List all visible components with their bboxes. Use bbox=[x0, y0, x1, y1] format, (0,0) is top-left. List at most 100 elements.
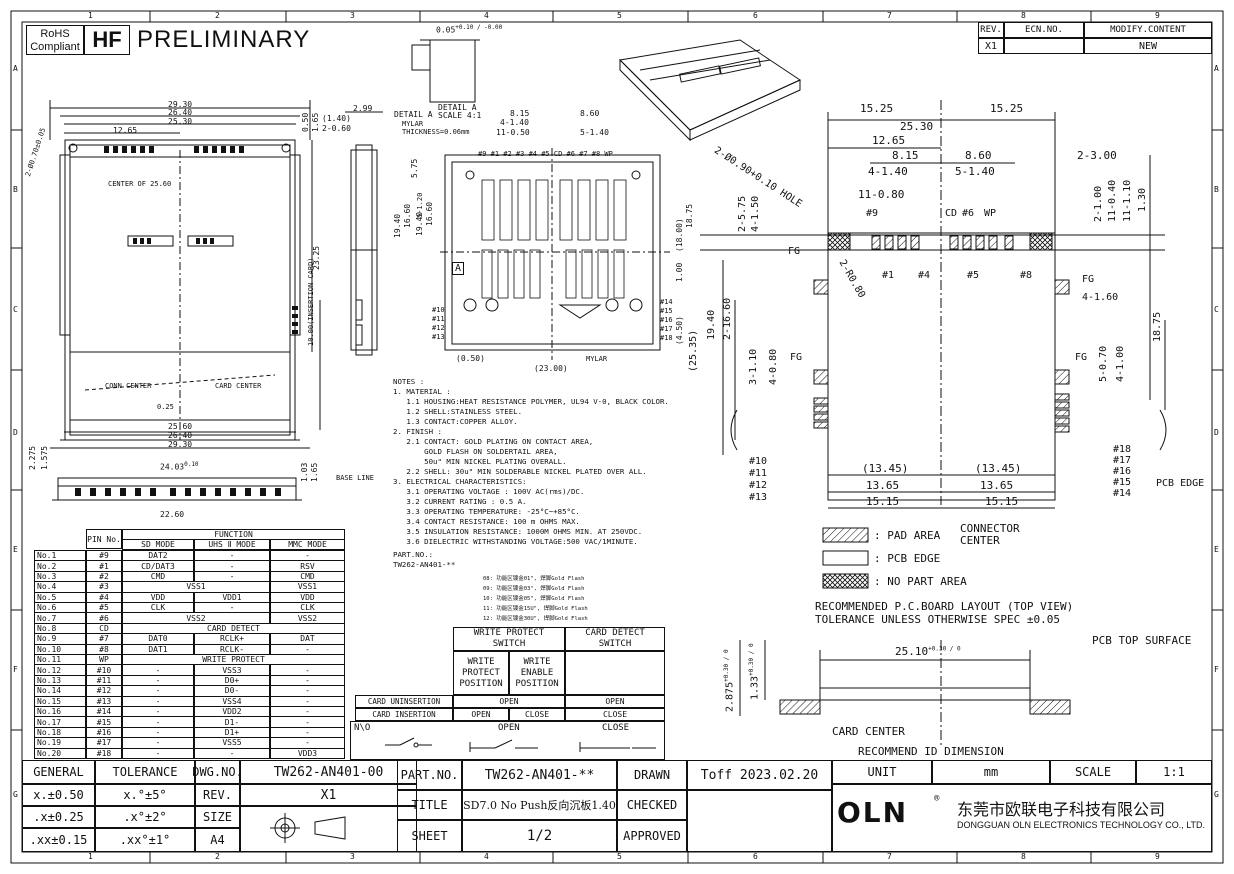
cd-switch-header: CARD DETECT SWITCH bbox=[565, 627, 665, 651]
id-dim-2510: 25.10+0.30 / 0 bbox=[895, 645, 961, 658]
hf-badge: HF bbox=[84, 25, 130, 55]
tb-scale-label: SCALE bbox=[1050, 760, 1136, 784]
zone-col-3: 3 bbox=[350, 11, 355, 20]
zone-col-9-b: 9 bbox=[1155, 852, 1160, 861]
dim-005-tol: +0.10 / -0.00 bbox=[455, 24, 503, 31]
pinside-dim-1105: 11-0.50 bbox=[496, 128, 530, 137]
pcb-right-pin-18: #18 bbox=[1113, 444, 1132, 455]
pcb-dim-2100: 2-1.00 bbox=[1093, 185, 1104, 222]
pcb-dim-1875: 18.75 bbox=[1152, 311, 1163, 342]
pinside-pin-14: #14 bbox=[660, 298, 673, 306]
pcb-right-pin-14: #14 bbox=[1113, 488, 1132, 499]
tb-title: SD7.0 No Push反向沉板1.40 bbox=[462, 790, 617, 820]
id-dim-133: 1.33+0.30 / 0 bbox=[748, 643, 760, 700]
rohs-badge: RoHS Compliant bbox=[26, 25, 84, 55]
pinside-dim-050: (0.50) bbox=[456, 354, 485, 363]
tb-tol-3a: .xx±0.15 bbox=[22, 828, 95, 852]
pcb-dim-4080: 4-0.80 bbox=[768, 348, 779, 385]
pcb-cd: CD bbox=[945, 208, 958, 219]
pinside-dim-414: 4-1.40 bbox=[500, 118, 529, 127]
id-dim-2510-value: 25.10 bbox=[895, 645, 929, 658]
hf-label: HF bbox=[92, 27, 122, 52]
pcb-dim-1365b: 13.65 bbox=[980, 479, 1014, 492]
pinside-dim-1875: 18.75 bbox=[685, 203, 694, 228]
rohs-line2: Compliant bbox=[30, 41, 80, 53]
side-dim-1940: 19.40 bbox=[393, 213, 402, 238]
rev-header: REV. bbox=[978, 22, 1004, 38]
id-dim-2875-tol: +0.30 / 0 bbox=[723, 649, 730, 682]
pinside-dim-514: 5-1.40 bbox=[580, 128, 609, 137]
notes-line-15: 3.5 INSULATION RESISTANCE: 1000M OHMS MI… bbox=[393, 527, 643, 536]
notes-partno-base: TW262-AN401-** bbox=[393, 560, 456, 569]
zone-row-b: B bbox=[13, 185, 18, 194]
side-dim-575: 5.75 bbox=[410, 158, 419, 178]
id-dim-133-tol: +0.30 / 0 bbox=[748, 643, 755, 676]
pcb-dim-2160: 2-16.60 bbox=[722, 297, 733, 340]
oln-logo: OLN bbox=[837, 796, 909, 829]
partno-option-09: 09: 功能区镀金03", 焊脚Gold Flash bbox=[483, 586, 585, 592]
legend-title-2: TOLERANCE UNLESS OTHERWISE SPEC ±0.05 bbox=[815, 613, 1061, 626]
bottom-dim-1575: 1.575 bbox=[40, 445, 49, 470]
pcb-pin1: #1 bbox=[882, 270, 895, 281]
tb-tol-1a: x.±0.50 bbox=[22, 784, 95, 806]
id-dim-133-value: 1.33 bbox=[749, 675, 761, 700]
tb-sheet: 1/2 bbox=[462, 820, 617, 852]
zone-col-4: 4 bbox=[484, 11, 489, 20]
pin-table: PIN No. FUNCTION SD MODE UHS Ⅱ MODE MMC … bbox=[34, 529, 345, 759]
notes-line-5: 2. FINISH : bbox=[393, 427, 442, 436]
tb-dwg-no: TW262-AN401-00 bbox=[240, 760, 417, 784]
pinside-dim-815: 8.15 bbox=[510, 109, 530, 118]
pcb-dim-1365a: 13.65 bbox=[866, 479, 900, 492]
company-en: DONGGUAN OLN ELECTRONICS TECHNOLOGY CO.,… bbox=[957, 820, 1206, 830]
id-card-center: CARD CENTER bbox=[832, 725, 905, 738]
front-card-center: CARD CENTER bbox=[215, 382, 262, 390]
notes-line-11: 3.1 OPERATING VOLTAGE : 100V AC(rms)/DC. bbox=[393, 487, 585, 496]
notes-line-6: 2.1 CONTACT: GOLD PLATING ON CONTACT ARE… bbox=[393, 437, 594, 446]
id-dim-2875-value: 2.875 bbox=[724, 681, 736, 712]
front-dim-2930: 29.30 bbox=[168, 100, 193, 109]
zone-row-g-r: G bbox=[1214, 790, 1219, 799]
zone-col-6: 6 bbox=[753, 11, 758, 20]
notes-line-9: 2.2 SHELL: 30u" MIN SOLDERABLE NICKEL PL… bbox=[393, 467, 647, 476]
pcb-dim-230: 2-3.00 bbox=[1077, 149, 1117, 162]
front-dim-2530: 25.30 bbox=[168, 117, 193, 126]
uninsertion-cd: OPEN bbox=[565, 695, 665, 708]
wp-switch-header: WRITE PROTECT SWITCH bbox=[453, 627, 565, 651]
pcb-dim-1110: 11-1.10 bbox=[1122, 179, 1133, 222]
oln-registered-mark: ® bbox=[934, 794, 940, 804]
pinside-dim-100: 1.00 bbox=[675, 262, 684, 282]
pcb-left-pin-13: #13 bbox=[749, 492, 768, 503]
front-conn-center: CONN CENTER bbox=[105, 382, 152, 390]
pcb-pin4: #4 bbox=[918, 270, 931, 281]
tb-projection-symbol bbox=[240, 806, 417, 852]
bottom-dim-2260: 22.60 bbox=[160, 510, 185, 519]
zone-row-f-r: F bbox=[1214, 665, 1219, 674]
pinside-top-labels: #9 #1 #2 #3 #4 #5 CD #6 #7 #8 WP bbox=[478, 150, 613, 158]
id-dim-2510-tol: +0.30 / 0 bbox=[928, 645, 961, 653]
zone-row-e: E bbox=[13, 545, 18, 554]
notes-line-12: 3.2 CURRENT RATING : 0.5 A. bbox=[393, 497, 527, 506]
insertion-wp: OPEN bbox=[453, 708, 509, 721]
pcb-wp: WP bbox=[984, 208, 997, 219]
pcb-edge-label: PCB EDGE bbox=[1156, 478, 1205, 489]
detail-a-scale: DETAIL A SCALE 4:1 bbox=[438, 103, 482, 120]
zone-row-f: F bbox=[13, 665, 18, 674]
partno-options: 08: 功能区镀金01", 焊脚Gold Flash 09: 功能区镀金03",… bbox=[483, 574, 588, 624]
pinside-pin-17: #17 bbox=[660, 325, 673, 333]
pinside-pin-15: #15 bbox=[660, 307, 673, 315]
pcb-dim-5070: 5-0.70 bbox=[1098, 345, 1109, 382]
front-dim-2640: 26.40 bbox=[168, 108, 193, 117]
zone-col-5: 5 bbox=[617, 11, 622, 20]
legend-pcb: : PCB EDGE bbox=[874, 552, 941, 565]
pcb-right-pin-16: #16 bbox=[1113, 466, 1132, 477]
notes-line-13: 3.3 OPERATING TEMPERATURE: -25°C~+85°C. bbox=[393, 507, 580, 516]
pinside-pin-12: #12 bbox=[432, 324, 445, 332]
tb-dwg-no-label: DWG.NO. bbox=[192, 760, 243, 784]
front-dim-2325: 23.25 bbox=[312, 245, 321, 270]
legend-pad: : PAD AREA bbox=[874, 529, 941, 542]
pcb-dim-4150: 4-1.50 bbox=[750, 195, 761, 232]
zone-col-1-b: 1 bbox=[88, 852, 93, 861]
tb-unit: mm bbox=[932, 760, 1050, 784]
notes-line-1: 1. MATERIAL : bbox=[393, 387, 451, 396]
